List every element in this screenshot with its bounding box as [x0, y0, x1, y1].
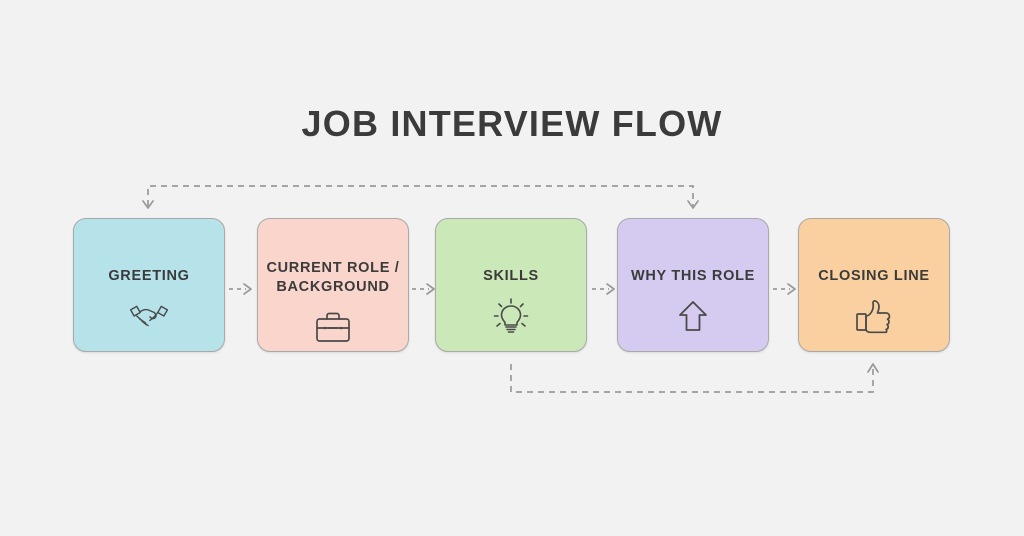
stage-label-line-1: CURRENT ROLE / — [266, 260, 400, 276]
connector-skills-to-why-this-role — [592, 283, 615, 295]
thumbs-up-icon — [853, 295, 895, 337]
stage-closing-line[interactable]: CLOSING LINE — [798, 218, 950, 352]
connector-why-this-role-to-closing-line — [773, 283, 796, 295]
page-title: JOB INTERVIEW FLOW — [301, 103, 723, 144]
connector-why-this-role-to-greeting — [142, 185, 699, 209]
stage-label-current-role-background: CURRENT ROLE / BACKGROUND — [265, 259, 401, 297]
stage-label-greeting: GREETING — [108, 268, 190, 284]
stage-label-line-2: BACKGROUND — [276, 279, 390, 295]
stage-greeting[interactable]: GREETING — [73, 218, 225, 352]
stage-skills[interactable]: SKILLS — [435, 218, 587, 352]
lightbulb-icon — [490, 295, 532, 337]
connector-current-role-to-skills — [412, 283, 435, 295]
stage-why-this-role[interactable]: WHY THIS ROLE — [617, 218, 769, 352]
connector-skills-to-closing-line — [510, 363, 879, 393]
connector-greeting-to-current-role — [229, 283, 252, 295]
stage-label-skills: SKILLS — [483, 268, 539, 284]
stage-current-role-background[interactable]: CURRENT ROLE / BACKGROUND — [257, 218, 409, 352]
stage-label-closing-line: CLOSING LINE — [818, 268, 930, 284]
up-arrow-icon — [672, 295, 714, 337]
handshake-icon — [128, 295, 170, 337]
stage-label-why-this-role: WHY THIS ROLE — [630, 268, 756, 284]
briefcase-icon — [312, 306, 354, 348]
